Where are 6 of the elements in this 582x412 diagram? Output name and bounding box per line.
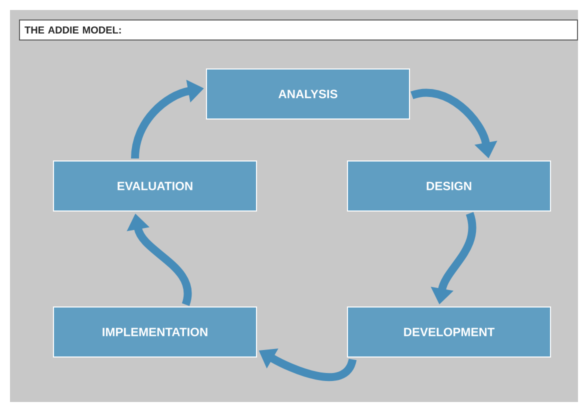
- process-box: EVALUATION: [53, 160, 257, 212]
- process-box: DESIGN: [347, 160, 551, 212]
- title-bar: THE ADDIE MODEL:: [19, 20, 578, 40]
- process-box: ANALYSIS: [206, 68, 410, 120]
- process-box: DEVELOPMENT: [347, 306, 551, 358]
- process-box: IMPLEMENTATION: [53, 306, 257, 358]
